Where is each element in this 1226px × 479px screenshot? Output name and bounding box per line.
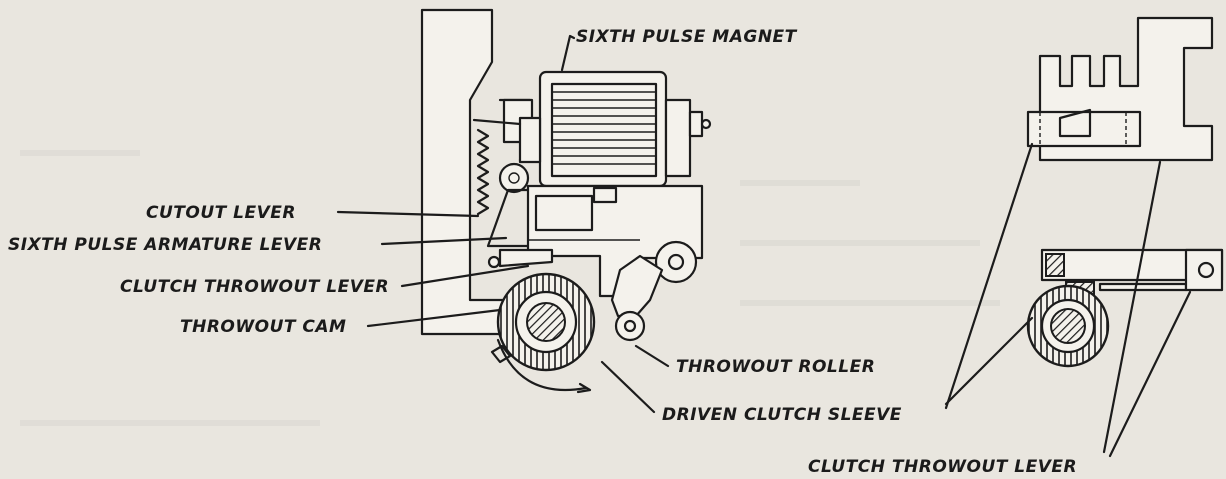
label-clutch-throwout-lever-left: CLUTCH THROWOUT LEVER bbox=[120, 277, 389, 297]
leader-driven-sleeve-to-right bbox=[944, 316, 1034, 406]
leader-clutch-throwout-lever-top bbox=[1102, 160, 1162, 454]
label-throwout-roller: THROWOUT ROLLER bbox=[676, 357, 875, 377]
leader-clutch-throwout-lever-left bbox=[400, 264, 530, 288]
label-cutout-lever: CUTOUT LEVER bbox=[146, 203, 296, 223]
driven-clutch-sleeve-left bbox=[496, 272, 596, 372]
armature-pivot bbox=[498, 162, 530, 194]
label-sixth-pulse-armature-lever: SIXTH PULSE ARMATURE LEVER bbox=[8, 235, 322, 255]
label-throwout-cam: THROWOUT CAM bbox=[180, 317, 346, 337]
cam-lobe bbox=[490, 344, 512, 364]
left-mechanism bbox=[420, 8, 712, 394]
driven-clutch-sleeve-right bbox=[1026, 284, 1110, 368]
clutch-throwout-lever-part bbox=[498, 248, 554, 268]
spring-hook bbox=[472, 118, 522, 126]
leader-throwout-cam bbox=[366, 308, 502, 328]
lever-top-view bbox=[1026, 110, 1142, 148]
rotation-arrow bbox=[576, 382, 592, 394]
leader-throwout-roller bbox=[634, 344, 670, 368]
leader-sixth-pulse-magnet bbox=[560, 34, 576, 72]
throwout-roller bbox=[614, 310, 646, 342]
frame-plate bbox=[420, 8, 510, 336]
magnet-coil bbox=[518, 70, 712, 188]
lever-end bbox=[1184, 248, 1224, 292]
roller-arm-pivot bbox=[654, 240, 698, 284]
yoke-nut bbox=[592, 186, 618, 204]
leader-clutch-throwout-lever-side bbox=[1108, 290, 1192, 458]
right-mechanism bbox=[1026, 16, 1224, 368]
yoke-block bbox=[534, 194, 594, 232]
leader-lines bbox=[336, 34, 1192, 458]
label-sixth-pulse-magnet: SIXTH PULSE MAGNET bbox=[576, 27, 798, 47]
armature-pivot-screw bbox=[508, 172, 520, 184]
spring bbox=[476, 128, 490, 216]
label-driven-clutch-sleeve: DRIVEN CLUTCH SLEEVE bbox=[662, 405, 902, 425]
throwout-cam-arc bbox=[496, 338, 588, 392]
leader-driven-sleeve-to-top bbox=[944, 142, 1034, 410]
lever-cam-face bbox=[1058, 108, 1092, 138]
leader-cutout-lever bbox=[336, 210, 480, 218]
leader-driven-clutch-sleeve-left bbox=[600, 360, 656, 414]
bleed-through-text: SIXTH PULSE DESCRIPTION OF THE MODEL 12 … bbox=[740, 180, 1000, 306]
label-clutch-throwout-lever-right: CLUTCH THROWOUT LEVER bbox=[808, 457, 1077, 477]
leader-sixth-pulse-armature-lever bbox=[380, 236, 508, 246]
